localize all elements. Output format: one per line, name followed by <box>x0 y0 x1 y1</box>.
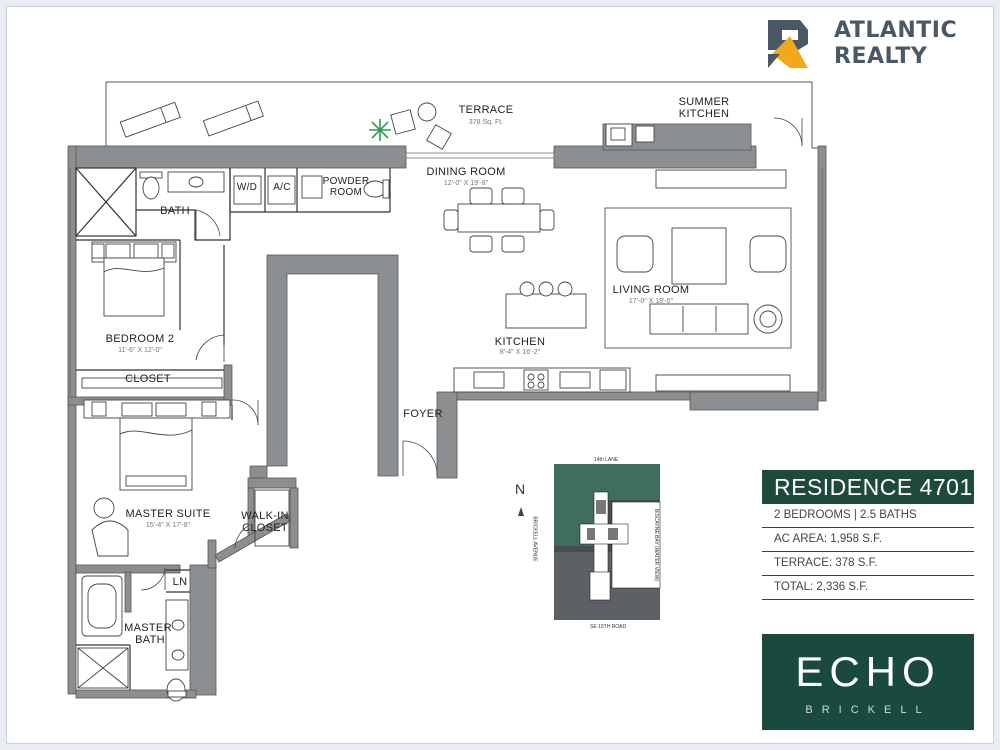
core-wall <box>249 254 399 479</box>
washer-dryer-label: W/D <box>236 182 258 193</box>
wall-foyer-right <box>436 391 458 479</box>
kitchen-dimension: 8'-4" X 16'-2" <box>499 349 541 356</box>
bedroom-2-dimension: 11'-6" X 12'-0" <box>118 347 162 354</box>
terrace-label: TERRACE <box>458 104 514 116</box>
wall-north-west <box>69 145 407 169</box>
echo-brickell-logo: ECHO BRICKELL <box>762 634 974 730</box>
terrace-outline <box>105 81 813 148</box>
residence-terrace-area: TERRACE: 378 S.F. <box>762 552 974 576</box>
dining-room-label: DINING ROOM <box>426 166 506 178</box>
keyplan-top-street: 14th LANE <box>594 457 619 463</box>
powder-room-label-1: POWDER <box>322 176 370 187</box>
residence-title-text: RESIDENCE <box>774 474 913 500</box>
wall-west <box>67 145 77 695</box>
summer-kitchen-label-2: KITCHEN <box>678 108 730 120</box>
keyplan-left-street: BRICKELL AVENUE <box>531 516 538 562</box>
living-room-dimension: 17'-0" X 18'-6" <box>628 298 674 305</box>
echo-wordmark: ECHO <box>795 648 941 695</box>
foyer-label: FOYER <box>403 408 443 420</box>
keyplan-bottom-street: SE 15TH ROAD <box>590 624 627 630</box>
keyplan-right-street: BISCAYNE BAY (WATER VIEW) <box>653 508 660 582</box>
terrace-dimension: 378 Sq. Ft. <box>468 119 504 126</box>
master-bath-label-1: MASTER <box>124 622 172 634</box>
brand-logo: ATLANTIC REALTY <box>768 16 988 72</box>
residence-total-area: TOTAL: 2,336 S.F. <box>762 576 974 600</box>
echo-subtitle: BRICKELL <box>805 704 931 716</box>
summer-kitchen-label-1: SUMMER <box>678 96 730 108</box>
residence-bed-bath: 2 BEDROOMS | 2.5 BATHS <box>762 504 974 528</box>
bedroom-2-label: BEDROOM 2 <box>105 333 175 345</box>
residence-ac-area: AC AREA: 1,958 S.F. <box>762 528 974 552</box>
wall-master-bath-right <box>189 564 217 696</box>
walk-in-closet-label-2: CLOSET <box>242 522 288 534</box>
residence-info: RESIDENCE 4701 2 BEDROOMS | 2.5 BATHS AC… <box>762 470 974 600</box>
brand-name-line1: ATLANTIC <box>834 18 958 43</box>
linen-label: LN <box>172 576 188 588</box>
living-room-label: LIVING ROOM <box>612 284 690 296</box>
atlantic-realty-logo <box>768 20 808 68</box>
master-bath-label-2: BATH <box>135 634 165 646</box>
ac-label: A/C <box>273 182 291 193</box>
master-suite-dimension: 15'-4" X 17'-8" <box>145 522 191 529</box>
residence-title: RESIDENCE 4701 <box>762 470 974 504</box>
kitchen-label: KITCHEN <box>494 336 546 348</box>
walk-in-closet-label-1: WALK-IN <box>241 510 289 522</box>
north-arrow-label: N <box>515 481 526 497</box>
powder-room-label-2: ROOM <box>329 187 363 198</box>
brand-name-line2: REALTY <box>834 44 928 69</box>
closet-label: CLOSET <box>125 373 171 385</box>
plant <box>369 119 391 141</box>
residence-unit-number: 4701 <box>919 474 973 500</box>
shower-1 <box>75 167 137 237</box>
wall-south-east <box>689 391 819 411</box>
dining-room-dimension: 12'-0" X 19'-8" <box>443 180 489 187</box>
key-plan <box>518 464 661 620</box>
bath-label: BATH <box>160 205 190 217</box>
master-suite-label: MASTER SUITE <box>125 508 211 520</box>
